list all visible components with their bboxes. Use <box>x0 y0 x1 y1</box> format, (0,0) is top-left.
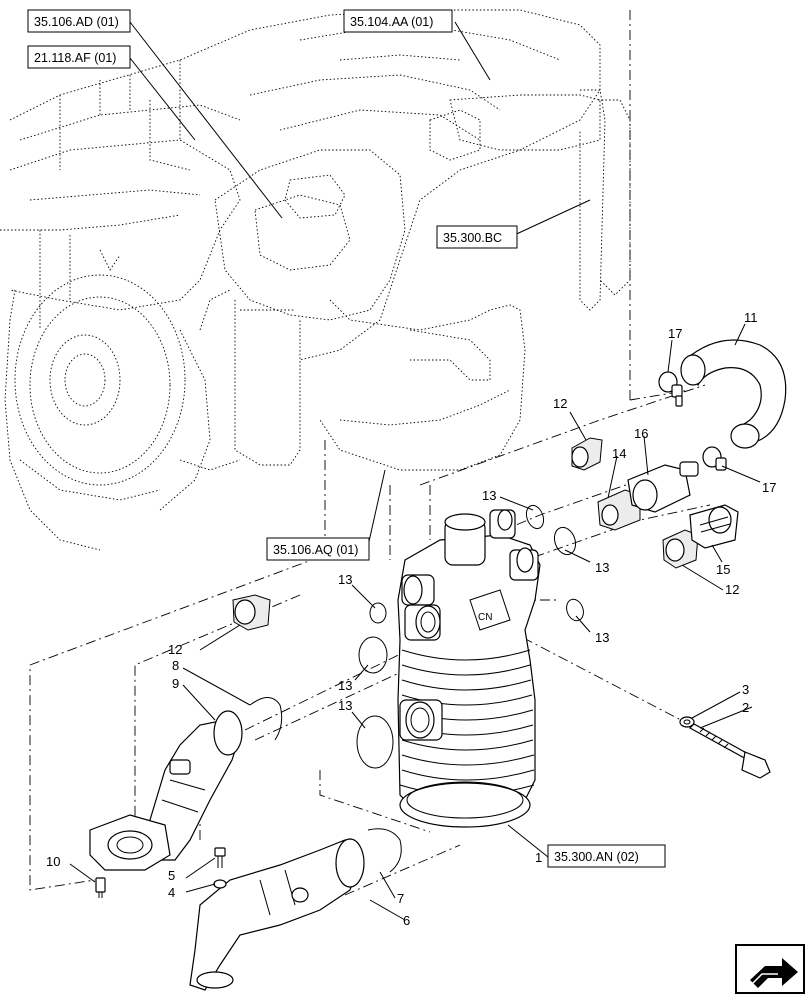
callout-13-f: 13 <box>338 698 352 713</box>
callout-12-left: 12 <box>168 642 182 657</box>
engine-background <box>0 9 631 551</box>
callout-7: 7 <box>397 891 404 906</box>
hose-part-11 <box>680 339 787 449</box>
callout-12-top: 12 <box>553 396 567 411</box>
bolt-part-5 <box>214 847 226 868</box>
elbow-pipe-part-9 <box>89 710 243 871</box>
washer-part-3 <box>679 716 695 728</box>
reference-box-35-300-bc[interactable]: 35.300.BC <box>436 225 518 249</box>
svg-text:35.106.AQ (01): 35.106.AQ (01) <box>273 543 358 557</box>
bolt-part-10 <box>95 877 106 898</box>
callout-13-a: 13 <box>482 488 496 503</box>
retaining-ring-part-7 <box>367 828 402 873</box>
elbow-pipe-part-6 <box>189 838 365 991</box>
callout-5: 5 <box>168 868 175 883</box>
svg-text:35.106.AD (01): 35.106.AD (01) <box>34 15 119 29</box>
callout-6: 6 <box>403 913 410 928</box>
callout-9: 9 <box>172 676 179 691</box>
reference-box-35-104-aa[interactable]: 35.104.AA (01) <box>343 9 453 33</box>
reference-box-35-106-aq[interactable]: 35.106.AQ (01) <box>266 537 370 561</box>
fitting-part-16 <box>627 461 699 513</box>
reference-box-35-106-ad[interactable]: 35.106.AD (01) <box>27 9 131 33</box>
o-rings-part-13 <box>356 504 584 769</box>
callout-2: 2 <box>742 700 749 715</box>
svg-text:21.118.AF (01): 21.118.AF (01) <box>34 51 116 65</box>
callout-15: 15 <box>716 562 730 577</box>
fitting-part-15 <box>689 504 739 549</box>
callout-labels: 1 2 3 4 5 6 7 8 9 10 11 12 12 12 13 13 1… <box>46 310 776 928</box>
svg-text:CN: CN <box>478 612 492 623</box>
callout-12-right: 12 <box>725 582 739 597</box>
callout-14: 14 <box>612 446 626 461</box>
callout-13-e: 13 <box>338 678 352 693</box>
svg-text:35.300.BC: 35.300.BC <box>443 231 502 245</box>
bushing-part-12 <box>232 437 699 631</box>
callout-13-d: 13 <box>338 572 352 587</box>
filter-housing-part-1: CN <box>397 509 541 828</box>
fitting-part-14 <box>597 489 641 531</box>
callout-4: 4 <box>168 885 175 900</box>
callout-13-b: 13 <box>595 560 609 575</box>
next-page-arrow-icon[interactable] <box>735 944 805 994</box>
leader-lines <box>69 21 761 921</box>
svg-text:35.104.AA (01): 35.104.AA (01) <box>350 15 433 29</box>
washer-part-4 <box>213 879 227 889</box>
callout-17-top: 17 <box>668 326 682 341</box>
callout-17-right: 17 <box>762 480 776 495</box>
retaining-ring-part-8 <box>249 697 283 741</box>
callout-3: 3 <box>742 682 749 697</box>
callout-13-c: 13 <box>595 630 609 645</box>
callout-1: 1 <box>535 850 542 865</box>
callout-16: 16 <box>634 426 648 441</box>
reference-box-21-118-af[interactable]: 21.118.AF (01) <box>27 45 131 69</box>
callout-11: 11 <box>744 310 758 325</box>
callout-10: 10 <box>46 854 60 869</box>
reference-box-35-300-an[interactable]: 35.300.AN (02) <box>547 844 666 868</box>
svg-text:35.300.AN (02): 35.300.AN (02) <box>554 850 639 864</box>
long-bolt-part-2 <box>689 723 771 779</box>
callout-8: 8 <box>172 658 179 673</box>
clamp-part-17 <box>658 371 727 471</box>
assembly-centerlines <box>29 10 711 906</box>
